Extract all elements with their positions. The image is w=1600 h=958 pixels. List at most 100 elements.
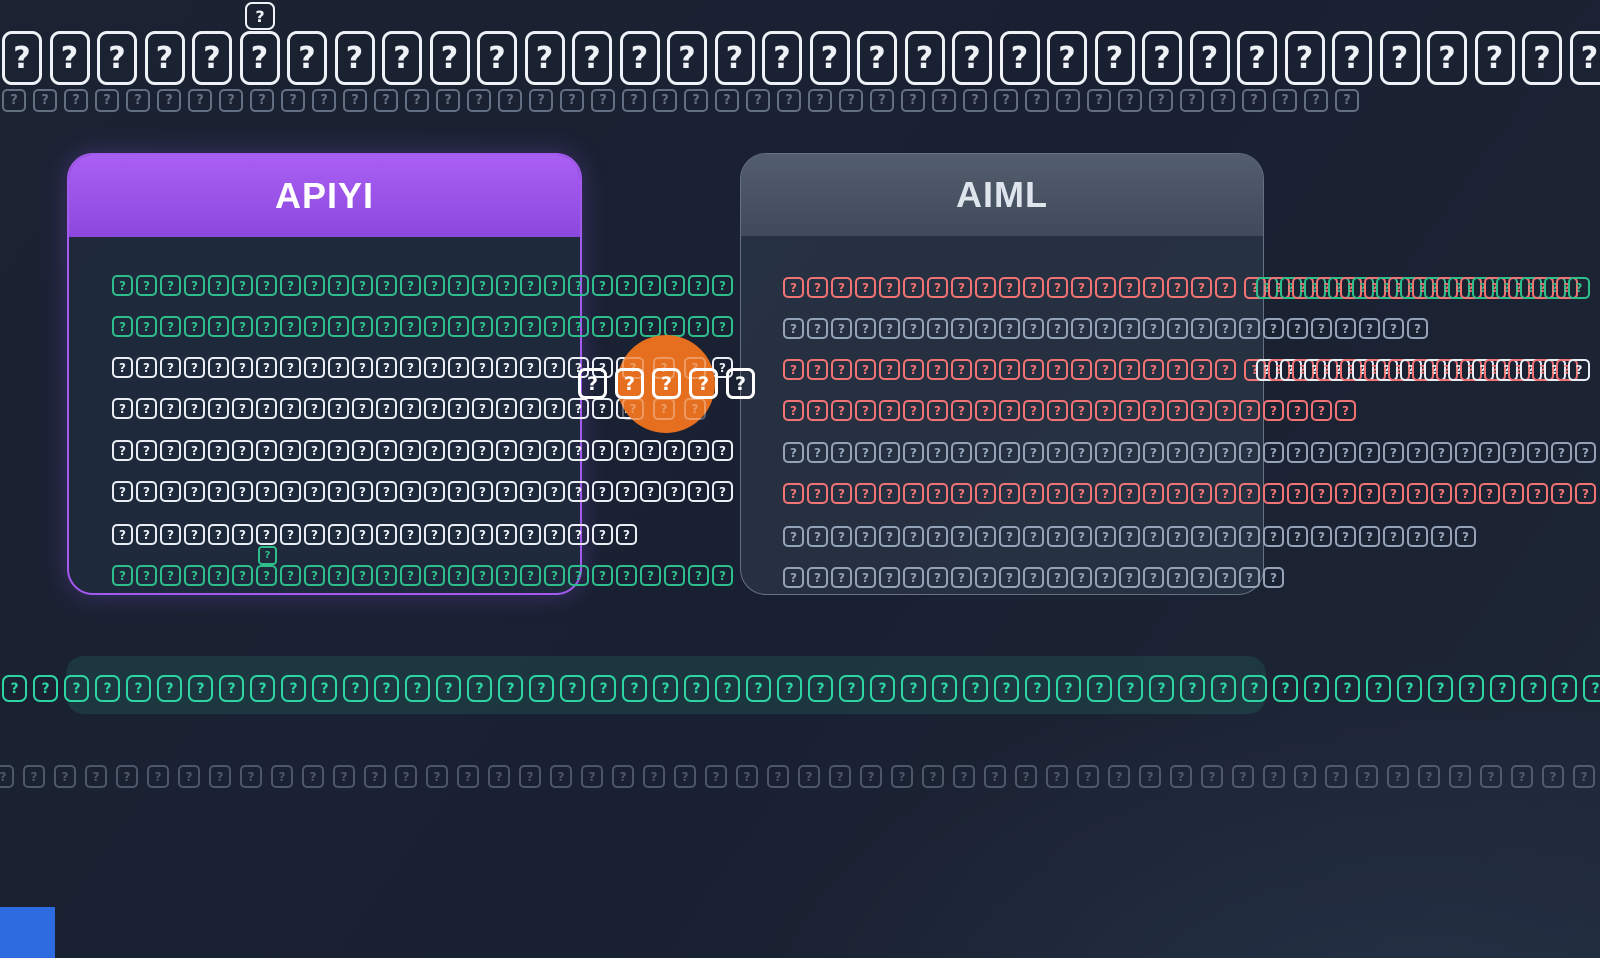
tofu-box: ? xyxy=(903,318,924,339)
tofu-box: ? xyxy=(1527,442,1548,463)
tofu-box: ? xyxy=(855,567,876,588)
tofu-box: ? xyxy=(1263,526,1284,547)
tofu-box: ? xyxy=(1366,675,1391,702)
tofu-box: ? xyxy=(1047,526,1068,547)
tofu-box: ? xyxy=(136,481,157,502)
tofu-box: ? xyxy=(688,481,709,502)
tofu-box: ? xyxy=(112,357,133,378)
tofu-box: ? xyxy=(1364,277,1386,299)
tofu-box: ? xyxy=(498,89,522,112)
tofu-box: ? xyxy=(544,275,565,296)
tofu-box: ? xyxy=(951,567,972,588)
tofu-box: ? xyxy=(496,275,517,296)
tofu-box: ? xyxy=(64,89,88,112)
tofu-box: ? xyxy=(1388,277,1410,299)
tofu-box: ? xyxy=(208,398,229,419)
tofu-box: ? xyxy=(232,524,253,545)
tofu-box: ? xyxy=(424,357,445,378)
tofu-box: ? xyxy=(1047,318,1068,339)
tofu-box: ? xyxy=(1047,277,1068,298)
tofu-box: ? xyxy=(1118,675,1143,702)
tofu-box: ? xyxy=(477,31,517,85)
tofu-box: ? xyxy=(664,440,685,461)
tofu-box: ? xyxy=(592,481,613,502)
tofu-box: ? xyxy=(1332,31,1372,85)
tofu-box: ? xyxy=(1119,318,1140,339)
aiml-card-header: AIML xyxy=(741,154,1263,236)
tofu-box: ? xyxy=(1095,442,1116,463)
tofu-box: ? xyxy=(903,483,924,504)
tofu-box: ? xyxy=(328,440,349,461)
tofu-box: ? xyxy=(783,318,804,339)
tofu-box: ? xyxy=(560,89,584,112)
tofu-box: ? xyxy=(1503,483,1524,504)
tofu-box: ? xyxy=(400,275,421,296)
tofu-box: ? xyxy=(1522,31,1562,85)
tofu-box: ? xyxy=(715,675,740,702)
tofu-box: ? xyxy=(1263,318,1284,339)
tofu-box: ? xyxy=(927,567,948,588)
tofu-box: ? xyxy=(256,565,277,586)
tofu-box: ? xyxy=(1428,675,1453,702)
tofu-box: ? xyxy=(1356,765,1378,788)
tofu-box: ? xyxy=(280,275,301,296)
tofu-box: ? xyxy=(1407,526,1428,547)
tofu-box: ? xyxy=(1340,359,1362,381)
tofu-box: ? xyxy=(184,275,205,296)
tofu-box: ? xyxy=(591,89,615,112)
tofu-box: ? xyxy=(1294,765,1316,788)
tofu-box: ? xyxy=(860,765,882,788)
tofu-box: ? xyxy=(1087,675,1112,702)
tofu-box: ? xyxy=(1095,359,1116,380)
tofu-box: ? xyxy=(932,675,957,702)
tofu-box: ? xyxy=(1335,483,1356,504)
tofu-box: ? xyxy=(1503,442,1524,463)
tofu-box: ? xyxy=(219,675,244,702)
tofu-box: ? xyxy=(352,275,373,296)
tofu-box: ? xyxy=(831,400,852,421)
tofu-box: ? xyxy=(160,398,181,419)
tofu-box: ? xyxy=(280,316,301,337)
tofu-box: ? xyxy=(256,440,277,461)
tofu-box: ? xyxy=(640,440,661,461)
tofu-box: ? xyxy=(1095,483,1116,504)
tofu-box: ? xyxy=(448,275,469,296)
tofu-box: ? xyxy=(1359,526,1380,547)
tofu-box: ? xyxy=(250,89,274,112)
tofu-box: ? xyxy=(1191,359,1212,380)
tofu-box: ? xyxy=(550,765,572,788)
tofu-box: ? xyxy=(54,765,76,788)
tofu-box: ? xyxy=(1436,277,1458,299)
tofu-box: ? xyxy=(1143,567,1164,588)
tofu-box: ? xyxy=(1170,765,1192,788)
tofu-box: ? xyxy=(524,31,565,85)
tofu-box: ? xyxy=(112,524,133,545)
tofu-box: ? xyxy=(1025,89,1049,112)
tofu-box: ? xyxy=(855,526,876,547)
tofu-box: ? xyxy=(1340,277,1362,299)
tofu-box: ? xyxy=(684,398,706,420)
tofu-box: ? xyxy=(831,526,852,547)
tofu-box: ? xyxy=(2,675,27,702)
tofu-box: ? xyxy=(219,89,243,112)
tofu-box: ? xyxy=(256,481,277,502)
tofu-box: ? xyxy=(258,546,277,565)
tofu-box: ? xyxy=(448,524,469,545)
tofu-box: ? xyxy=(1552,675,1577,702)
tofu-box: ? xyxy=(232,357,253,378)
tofu-box: ? xyxy=(1263,442,1284,463)
tofu-box: ? xyxy=(927,526,948,547)
tofu-box: ? xyxy=(97,31,137,85)
tofu-box: ? xyxy=(592,275,613,296)
tofu-box: ? xyxy=(544,398,565,419)
tofu-box: ? xyxy=(49,31,90,85)
tofu-box: ? xyxy=(1167,526,1188,547)
tofu-box: ? xyxy=(160,316,181,337)
tofu-box: ? xyxy=(1455,526,1476,547)
tofu-box: ? xyxy=(448,316,469,337)
tofu-box: ? xyxy=(1191,483,1212,504)
tofu-box: ? xyxy=(1095,318,1116,339)
tofu-box: ? xyxy=(1304,277,1326,299)
tofu-box: ? xyxy=(424,565,445,586)
tofu-box: ? xyxy=(1273,89,1297,112)
